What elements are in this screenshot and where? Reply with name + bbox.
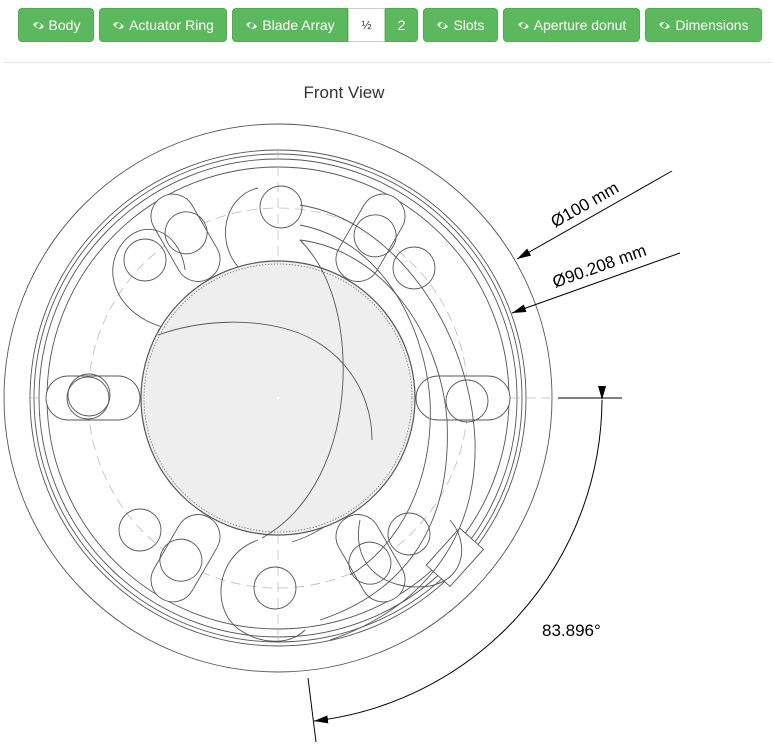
body-toggle-button[interactable]: Body — [18, 8, 94, 42]
toolbar-divider — [4, 62, 772, 63]
eye-icon — [112, 21, 125, 30]
eye-icon — [32, 21, 45, 30]
blade-pin — [253, 566, 297, 610]
angle-extension-line-radial — [307, 677, 317, 743]
blade-pivot-bottom — [220, 539, 306, 642]
dimensions-toggle-label: Dimensions — [675, 17, 749, 33]
eye-icon — [517, 21, 530, 30]
inner-diameter-leader — [511, 252, 681, 314]
actuator-ring-toggle-button[interactable]: Actuator Ring — [99, 8, 227, 42]
slot — [150, 514, 221, 603]
angle-dimension-arc — [313, 385, 607, 724]
inner-diameter-label: Ø90.208 mm — [550, 241, 649, 292]
eye-icon — [245, 21, 258, 30]
slot — [335, 193, 406, 282]
eye-icon — [658, 21, 671, 30]
slot — [150, 193, 221, 282]
outer-diameter-label: Ø100 mm — [548, 178, 622, 231]
blade-array-toggle-label: Blade Array — [262, 17, 335, 33]
aperture-donut-toggle-label: Aperture donut — [533, 17, 627, 33]
blade-pin — [392, 246, 436, 290]
blade-half-button[interactable]: ½ — [348, 8, 385, 42]
aperture-donut — [140, 239, 416, 539]
blade-pin — [66, 376, 110, 420]
body-toggle-label: Body — [48, 17, 81, 33]
toolbar: Body Actuator Ring Blade Array ½ 2 Slots… — [0, 0, 774, 62]
blade-pivot-upper-left — [112, 229, 186, 331]
slots-toggle-label: Slots — [453, 17, 485, 33]
blade-two-button[interactable]: 2 — [385, 8, 418, 42]
blade-pin — [123, 238, 167, 282]
slot — [45, 373, 141, 421]
slot — [335, 514, 406, 603]
angle-label: 83.896° — [542, 621, 601, 640]
blade-pin — [118, 508, 162, 552]
blade-pin — [259, 185, 303, 229]
dimensions-toggle-button[interactable]: Dimensions — [645, 8, 762, 42]
blade-array-toggle-button[interactable]: Blade Array — [232, 8, 348, 42]
aperture-donut-toggle-button[interactable]: Aperture donut — [503, 8, 640, 42]
outer-diameter-leader — [516, 170, 673, 260]
slots-toggle-button[interactable]: Slots — [423, 8, 498, 42]
actuator-ring-toggle-label: Actuator Ring — [129, 17, 214, 33]
center-point — [276, 396, 280, 400]
blade-edge-over-aperture — [261, 239, 344, 539]
view-title: Front View — [303, 83, 385, 102]
eye-icon — [436, 21, 449, 30]
